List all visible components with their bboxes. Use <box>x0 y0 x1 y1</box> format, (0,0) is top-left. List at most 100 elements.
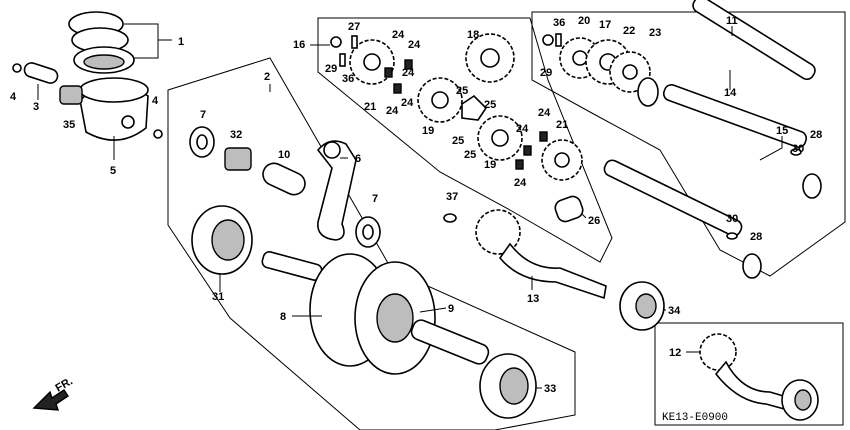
crank-bearing-right-inner <box>499 367 529 405</box>
part-label-36a: 36 <box>342 73 354 85</box>
spring-24f <box>515 159 524 170</box>
part-label-4b: 4 <box>152 95 159 107</box>
clip-30-upper <box>790 148 802 156</box>
pin-36-right <box>555 33 562 47</box>
crank-pin <box>262 162 306 196</box>
connecting-rod-small-end <box>323 141 341 159</box>
inset-gear <box>699 333 737 371</box>
crank-bearing-left-inner <box>211 219 245 261</box>
thrust-washer-top-hole <box>196 134 208 150</box>
leader-15 <box>759 136 783 161</box>
crank-stub-shaft <box>261 251 323 281</box>
part-label-4a: 4 <box>10 91 17 103</box>
leader-1 <box>124 23 159 59</box>
gear-cluster-right-frame <box>531 11 846 277</box>
part-label-25b: 25 <box>484 99 496 111</box>
part-label-8: 8 <box>280 311 286 323</box>
needle-bearing-small <box>59 85 83 105</box>
pin-27 <box>351 35 358 49</box>
kickstart-shaft <box>603 159 743 237</box>
part-label-21a: 21 <box>364 101 376 113</box>
part-label-29b: 29 <box>540 67 552 79</box>
gear-cluster-left-frame <box>317 17 613 263</box>
inset-spindle <box>714 360 791 412</box>
part-label-19b: 19 <box>484 159 496 171</box>
inset-assembly <box>699 333 819 421</box>
key-37 <box>443 213 457 223</box>
part-label-23: 23 <box>649 27 661 39</box>
spring-24a <box>384 67 393 78</box>
spindle-13 <box>498 242 607 300</box>
clip-30-lower <box>726 232 738 240</box>
fr-arrow-icon <box>32 389 69 411</box>
pin-36-left <box>339 53 346 67</box>
part-label-29a: 29 <box>325 63 337 75</box>
part-label-26: 26 <box>588 215 600 227</box>
fr-text: FR. <box>54 375 75 394</box>
crank-main-shaft <box>410 319 490 365</box>
mainshaft-15 <box>662 84 808 148</box>
part-label-19a: 19 <box>422 125 434 137</box>
inset-bearing-inner <box>794 389 812 411</box>
part-label-33: 33 <box>544 383 556 395</box>
leader-lines <box>37 23 783 389</box>
part-label-18: 18 <box>467 29 479 41</box>
part-label-6: 6 <box>355 153 361 165</box>
part-label-9: 9 <box>448 303 454 315</box>
part-label-24a: 24 <box>392 29 405 41</box>
part-label-22: 22 <box>623 25 635 37</box>
spring-24e <box>539 131 548 142</box>
part-label-11: 11 <box>726 15 738 27</box>
part-label-14: 14 <box>724 87 737 99</box>
front-direction-marker: FR. <box>32 375 75 411</box>
part-label-10: 10 <box>278 149 290 161</box>
spring-24d <box>523 145 532 156</box>
part-label-12: 12 <box>669 347 681 359</box>
part-label-24f: 24 <box>538 107 551 119</box>
inset-box <box>654 322 844 426</box>
piston-crown <box>79 77 149 103</box>
drawing-code: KE13-E0900 <box>662 412 728 424</box>
part-label-1: 1 <box>178 36 184 48</box>
gear-20-hub <box>572 50 588 66</box>
bearing-34-inner <box>635 293 657 319</box>
part-label-24g: 24 <box>516 123 529 135</box>
thrust-washer-bottom-hole <box>362 224 374 240</box>
washer-28-upper <box>802 173 822 199</box>
part-label-34: 34 <box>668 305 681 317</box>
part-label-16: 16 <box>293 39 305 51</box>
piston-pin-clip-right <box>153 129 163 139</box>
part-label-25d: 25 <box>464 149 476 161</box>
part-label-15: 15 <box>776 125 788 137</box>
gear-22-hub <box>622 64 638 80</box>
part-label-32: 32 <box>230 129 242 141</box>
circlip-29-left <box>330 36 342 48</box>
gear-cluster-right <box>542 0 822 279</box>
part-label-31: 31 <box>212 291 224 303</box>
circlip-29-right <box>542 34 554 46</box>
part-label-20: 20 <box>578 15 590 27</box>
part-label-25c: 25 <box>452 135 464 147</box>
part-label-30a: 30 <box>792 143 804 155</box>
gear-21-lower-hub <box>554 152 570 168</box>
spring-24c <box>393 83 402 94</box>
part-label-7a: 7 <box>200 109 206 121</box>
gear-18-hub <box>480 48 500 68</box>
part-label-24b: 24 <box>408 39 421 51</box>
part-label-17: 17 <box>599 19 611 31</box>
part-label-21b: 21 <box>556 119 568 131</box>
leader-9 <box>419 307 447 313</box>
piston-pin-boss <box>121 115 135 129</box>
shift-fork-cluster <box>461 94 488 121</box>
washer-23 <box>637 77 659 107</box>
part-label-28a: 28 <box>810 129 822 141</box>
crank-web-right-hole <box>376 293 414 343</box>
part-label-5: 5 <box>110 165 116 177</box>
gear-19-right-hub <box>491 129 509 147</box>
piston-ring-oil-inner <box>83 54 125 70</box>
part-label-24e: 24 <box>401 97 414 109</box>
spring-24b <box>404 59 413 70</box>
gear-21-upper-hub <box>363 53 381 71</box>
